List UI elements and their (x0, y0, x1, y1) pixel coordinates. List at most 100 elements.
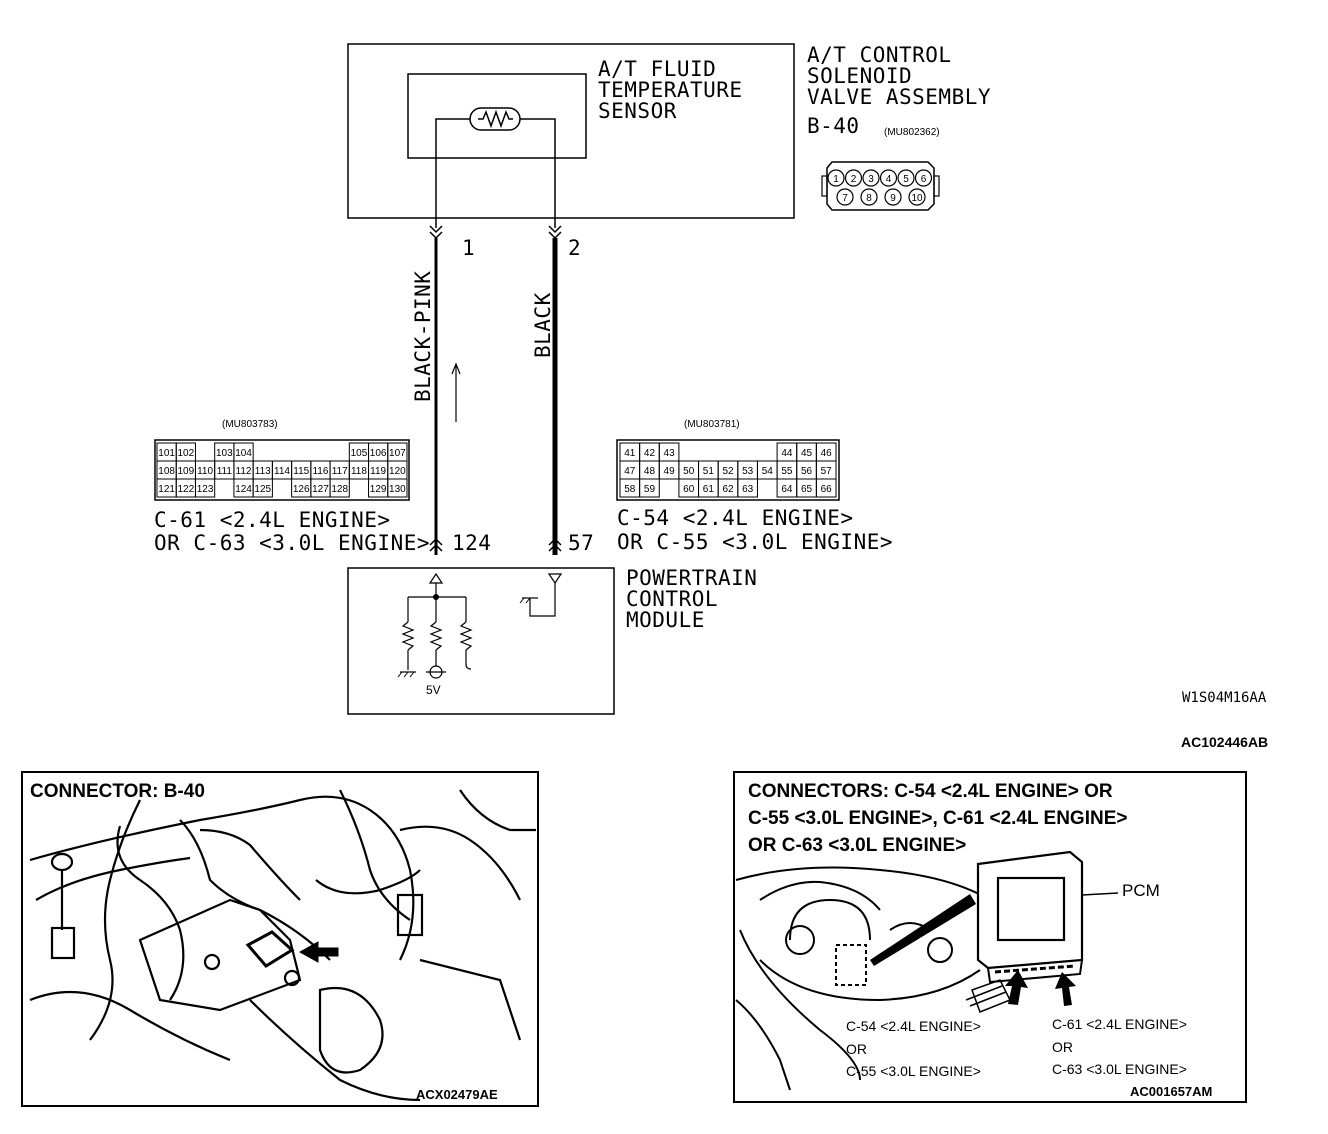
pcm-name-line-2: CONTROL (626, 587, 718, 611)
pin-cell (639, 478, 660, 498)
pin-number: 64 (781, 484, 793, 495)
pin-number: 61 (703, 484, 715, 495)
right-connector-arrow-icon (1055, 972, 1076, 1006)
pin-number: 54 (762, 466, 774, 477)
pin-number: 113 (255, 466, 271, 477)
pcm-name-line-3: MODULE (626, 608, 705, 632)
callout-left-line-1: C-54 <2.4L ENGINE> (846, 1018, 981, 1034)
b40-pin-label: 6 (921, 174, 927, 185)
pin-number: 50 (683, 466, 695, 477)
wire-left-pin-top: 1 (462, 236, 475, 260)
photo-right-title-line-1: CONNECTORS: C-54 <2.4L ENGINE> OR (748, 781, 1113, 802)
pin-number: 110 (197, 466, 213, 477)
pin-number: 109 (178, 466, 195, 477)
figure-code: AC102446AB (1181, 734, 1268, 750)
b40-pin-label: 7 (842, 193, 848, 204)
b40-pin-label: 1 (833, 174, 839, 185)
b40-pin (827, 169, 845, 187)
photo-left-code: ACX02479AE (416, 1087, 498, 1102)
pin-cell (252, 478, 273, 498)
b40-pin (844, 169, 863, 187)
photo-right-title-line-3: OR C-63 <3.0L ENGINE> (748, 835, 966, 856)
valve-assembly-box (347, 43, 795, 228)
valve-name-line-1: A/T CONTROL (807, 43, 952, 67)
pin-number: 42 (644, 448, 656, 459)
b40-pin-label: 8 (866, 193, 872, 204)
valve-connector-id: B-40 (807, 114, 860, 138)
pin-number: 111 (217, 466, 233, 477)
pin-number: 65 (801, 484, 813, 495)
pin-number: 112 (236, 466, 252, 477)
callout-right-line-1: C-61 <2.4L ENGINE> (1052, 1016, 1187, 1032)
callout-left-line-3: C-55 <3.0L ENGINE> (846, 1063, 981, 1079)
b40-pin-label: 9 (890, 193, 896, 204)
pin-number: 45 (801, 448, 813, 459)
connector-right-part-number: (MU803781) (684, 419, 740, 430)
b40-pin-label: 3 (868, 174, 874, 185)
pin-number: 56 (801, 466, 813, 477)
pin-number: 47 (624, 466, 636, 477)
pin-number: 41 (624, 448, 636, 459)
pin-number: 63 (742, 484, 754, 495)
pin-number: 101 (158, 448, 175, 459)
pin-number: 43 (664, 448, 676, 459)
wire-right-pin-bottom: 57 (568, 531, 594, 555)
b40-pin-label: 2 (851, 174, 857, 185)
photo-left-panel (21, 771, 539, 1107)
pin-number: 51 (703, 466, 715, 477)
pin-number: 102 (178, 448, 195, 459)
pin-number: 127 (312, 484, 329, 495)
pin-number: 49 (664, 466, 676, 477)
callout-right-line-2: OR (1052, 1039, 1073, 1055)
sensor-name-line-1: A/T FLUID (598, 57, 716, 81)
pin-number: 123 (197, 484, 214, 495)
photo-right-panel (733, 771, 1247, 1103)
pin-number: 122 (178, 484, 195, 495)
pin-number: 120 (389, 466, 406, 477)
pin-number: 59 (644, 484, 656, 495)
wire-left-pin-bottom: 124 (452, 531, 491, 555)
photo-right-code: AC001657AM (1130, 1084, 1212, 1099)
ground-icon (519, 597, 538, 604)
pin-cell (387, 478, 408, 498)
b40-pin (908, 188, 926, 206)
connector-left-frame (154, 439, 410, 501)
b40-pin (897, 169, 915, 187)
pin-number: 53 (742, 466, 754, 477)
pin-number: 130 (389, 484, 406, 495)
current-direction-arrow-icon (451, 362, 461, 422)
pin-number: 107 (389, 448, 406, 459)
pin-number: 106 (370, 448, 387, 459)
b40-pin (879, 169, 898, 187)
b40-pin (914, 169, 933, 187)
pcm-voltage-label: 5V (426, 683, 441, 697)
pcm-name-line-1: POWERTRAIN (626, 566, 757, 590)
pin-number: 62 (722, 484, 734, 495)
pin-number: 124 (235, 484, 252, 495)
pin-number: 55 (781, 466, 793, 477)
pin-number: 44 (781, 448, 793, 459)
connector-left-line-2: OR C-63 <3.0L ENGINE> (154, 531, 430, 555)
pin-number: 118 (351, 466, 367, 477)
pin-number: 60 (683, 484, 695, 495)
connector-right-frame (616, 439, 840, 501)
b40-connector-face (821, 161, 940, 211)
pin-cell (194, 478, 216, 498)
pin-number: 46 (821, 448, 833, 459)
pcm-pointer-icon (870, 894, 976, 966)
pin-cell (815, 478, 837, 498)
pin-number: 105 (351, 448, 368, 459)
b40-pin-label: 4 (886, 174, 892, 185)
pin-number: 66 (821, 484, 833, 495)
valve-part-number: (MU802362) (884, 127, 940, 138)
pin-number: 126 (293, 484, 310, 495)
pin-number: 116 (312, 466, 328, 477)
pin-number: 52 (722, 466, 734, 477)
b40-pin-label: 10 (911, 193, 923, 204)
wire-right-color-label: BLACK (531, 292, 555, 358)
pin-number: 58 (624, 484, 636, 495)
photo-right-title-line-2: C-55 <3.0L ENGINE>, C-61 <2.4L ENGINE> (748, 808, 1127, 829)
